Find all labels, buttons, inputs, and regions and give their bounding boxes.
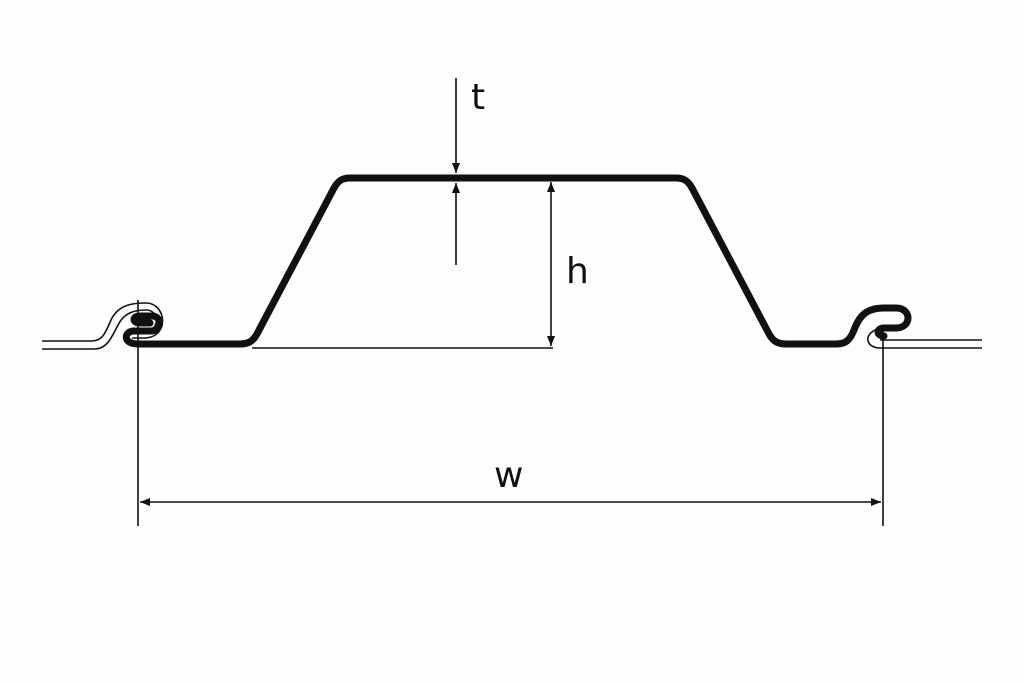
- height-label: h: [566, 251, 589, 292]
- thickness-label: t: [471, 77, 486, 118]
- sheet-pile-profile: [122, 174, 912, 348]
- dimension-lines: [137, 78, 884, 526]
- width-label: w: [494, 455, 524, 496]
